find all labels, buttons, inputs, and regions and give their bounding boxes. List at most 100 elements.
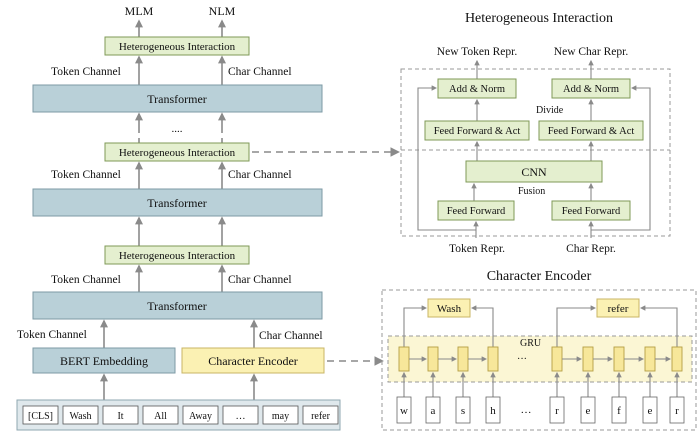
char-encoder-panel-title: Character Encoder: [487, 269, 592, 284]
char-box: [425, 396, 441, 424]
token-text-wash: Wash: [70, 411, 92, 422]
token-box-refer: [302, 405, 339, 425]
char-ellipsis: …: [521, 404, 532, 416]
char-text: f: [617, 405, 621, 417]
token-box-away: [182, 405, 219, 425]
heterogeneous-interaction-label-mid: Heterogeneous Interaction: [119, 147, 236, 159]
token-box-wash: [62, 405, 99, 425]
ff-act-left-label: Feed Forward & Act: [434, 126, 521, 137]
char-box: [396, 396, 412, 424]
token-channel-label-4: Token Channel: [17, 329, 87, 341]
ellipsis-dots: ....: [172, 123, 183, 135]
output-word-wash-label: Wash: [437, 303, 462, 315]
add-norm-left: [437, 78, 517, 99]
refer-backward-path: [556, 305, 597, 347]
token-box-cls: [22, 405, 59, 425]
char-text: e: [586, 405, 591, 417]
token-text-all: All: [154, 411, 167, 422]
character-encoder-label: Character Encoder: [208, 354, 298, 368]
token-text-may: may: [272, 411, 289, 422]
token-box-ellipsis: [222, 405, 259, 425]
add-norm-left-label: Add & Norm: [449, 84, 505, 95]
token-box-may: [262, 405, 299, 425]
gru-cell: [487, 346, 499, 372]
char-box: [485, 396, 501, 424]
char-channel-label-4: Char Channel: [259, 330, 323, 342]
token-input-boxes: [CLS] Wash It All Away … may refer: [22, 405, 339, 425]
bert-embedding-block: [32, 347, 176, 374]
char-box: [669, 396, 685, 424]
feed-forward-right-label: Feed Forward: [562, 206, 621, 217]
heterogeneous-interaction-label-top: Heterogeneous Interaction: [119, 41, 236, 53]
token-channel-label-2: Token Channel: [51, 169, 121, 181]
transformer-label-mid: Transformer: [147, 196, 207, 210]
char-channel-label-2: Char Channel: [228, 169, 292, 181]
mlm-output-label: MLM: [125, 4, 154, 18]
gru-cell: [551, 346, 563, 372]
char-text: e: [648, 405, 653, 417]
char-box: [642, 396, 658, 424]
token-text-refer: refer: [311, 411, 331, 422]
divide-label: Divide: [536, 105, 564, 116]
refer-forward-path: [639, 305, 678, 347]
residual-left: [417, 85, 476, 231]
token-text-cls: [CLS]: [28, 411, 53, 422]
char-text: r: [675, 405, 679, 417]
transformer-label-bottom: Transformer: [147, 299, 207, 313]
output-word-refer-label: refer: [608, 303, 629, 315]
gru-cell: [671, 346, 683, 372]
token-repr-label: Token Repr.: [449, 243, 505, 255]
char-box: [549, 396, 565, 424]
feed-forward-left: [437, 200, 515, 221]
hi-detail-panel: Heterogeneous Interaction New Token Repr…: [400, 11, 671, 255]
gru-cell: [613, 346, 625, 372]
char-channel-label-3: Char Channel: [228, 274, 292, 286]
left-model-stack: MLM NLM Heterogeneous Interaction Token …: [16, 4, 341, 431]
hi-panel-frame: [400, 68, 671, 237]
heterogeneous-interaction-label-bottom: Heterogeneous Interaction: [119, 250, 236, 262]
token-text-it: It: [117, 411, 123, 422]
cnn-block: [465, 160, 603, 183]
ff-act-left: [424, 120, 530, 141]
char-text: a: [431, 405, 436, 417]
wash-forward-path: [470, 305, 494, 347]
gru-cell: [644, 346, 656, 372]
wash-backward-path: [403, 305, 428, 347]
heterogeneous-interaction-block-top: [104, 36, 250, 56]
feed-forward-left-label: Feed Forward: [447, 206, 506, 217]
fusion-label: Fusion: [518, 186, 545, 197]
cnn-label: CNN: [521, 165, 547, 179]
char-text: r: [555, 405, 559, 417]
transformer-label-top: Transformer: [147, 92, 207, 106]
char-text: s: [461, 405, 465, 417]
gru-cell: [398, 346, 410, 372]
add-norm-right-label: Add & Norm: [563, 84, 619, 95]
nlm-output-label: NLM: [209, 4, 236, 18]
token-channel-label-3: Token Channel: [51, 274, 121, 286]
character-encoder-block: [181, 347, 325, 374]
char-repr-label: Char Repr.: [566, 243, 616, 255]
char-encoder-frame: [381, 289, 697, 431]
transformer-block-top: [32, 84, 323, 113]
new-token-repr-label: New Token Repr.: [437, 46, 518, 58]
token-box-it: [102, 405, 139, 425]
ff-act-right: [538, 120, 644, 141]
residual-right: [591, 85, 651, 231]
gru-ellipsis: ···: [517, 354, 527, 365]
char-box: [580, 396, 596, 424]
token-channel-label-1: Token Channel: [51, 66, 121, 78]
char-text: w: [400, 405, 408, 417]
heterogeneous-interaction-block-bottom: [104, 245, 250, 265]
ff-act-right-label: Feed Forward & Act: [548, 126, 635, 137]
gru-label: GRU: [520, 338, 542, 349]
bert-embedding-label: BERT Embedding: [60, 354, 148, 368]
char-channel-label-1: Char Channel: [228, 66, 292, 78]
char-encoder-panel: Character Encoder Wash refer GRU ···: [381, 269, 697, 431]
transformer-block-bottom: [32, 291, 323, 320]
output-word-wash: [427, 298, 471, 318]
gru-cell: [457, 346, 469, 372]
char-box: [455, 396, 471, 424]
hi-panel-title: Heterogeneous Interaction: [465, 11, 613, 26]
char-box: [611, 396, 627, 424]
add-norm-right: [551, 78, 631, 99]
